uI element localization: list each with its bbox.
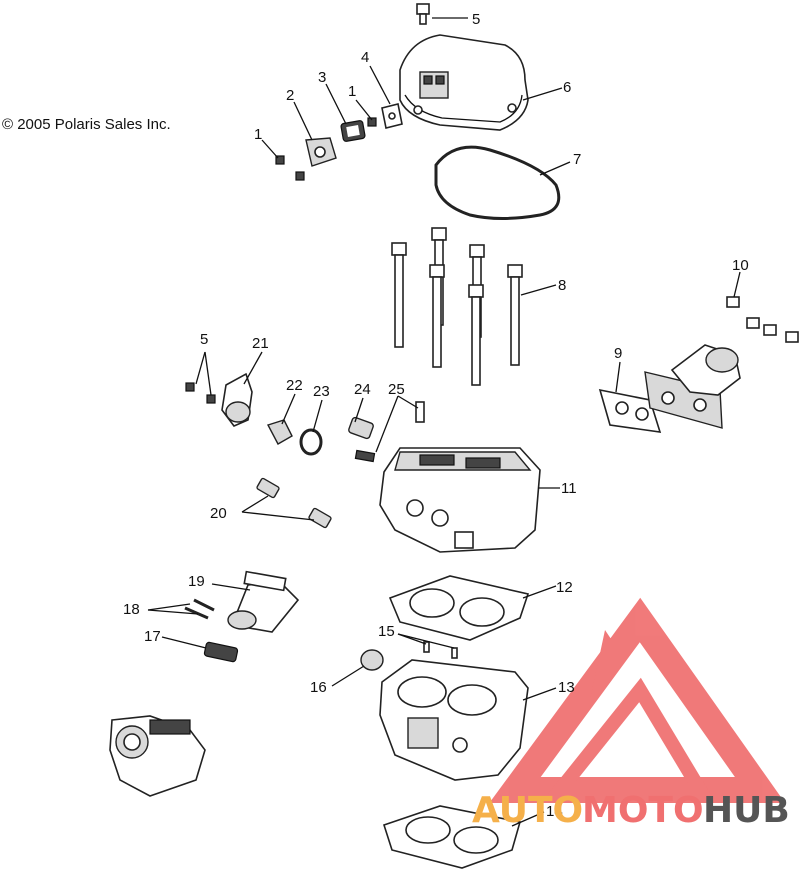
watermark-moto: MOTO <box>582 790 704 831</box>
watermark-logo <box>489 597 786 803</box>
callout-14: 14 <box>546 803 563 820</box>
small-parts-top-left <box>275 117 377 181</box>
watermark-triangle-icon <box>489 597 786 803</box>
watermark-text: AUTO MOTO HUB <box>472 790 790 831</box>
sensor-part-25 <box>415 401 425 423</box>
callout-numbers: 5 6 4 1 3 2 1 7 8 10 9 5 21 22 23 24 25 … <box>123 11 749 820</box>
callout-24: 24 <box>354 381 371 398</box>
leader-lines <box>147 17 741 827</box>
callout-25: 25 <box>388 381 405 398</box>
watermark-hub: HUB <box>703 790 790 831</box>
callout-10: 10 <box>732 257 749 274</box>
thermostat-housing-part-21 <box>185 372 253 427</box>
bolt-part-5-top <box>416 3 430 25</box>
plate-part-4 <box>381 103 403 129</box>
callout-15: 15 <box>378 623 395 640</box>
copyright-notice: © 2005 Polaris Sales Inc. <box>2 116 171 133</box>
base-gasket-part-14 <box>382 805 522 869</box>
callout-16: 16 <box>310 679 327 696</box>
cover-gasket-part-7 <box>434 145 561 220</box>
callout-5-top: 5 <box>472 11 480 28</box>
spark-plugs-part-20 <box>256 477 332 529</box>
callout-6: 6 <box>563 79 571 96</box>
exhaust-manifold-part-9 <box>598 344 741 433</box>
cylinder-head-part-11 <box>379 447 541 553</box>
callout-8: 8 <box>558 277 566 294</box>
callout-5-left: 5 <box>200 331 208 348</box>
callout-2: 2 <box>286 87 294 104</box>
dowel-pins-part-15 <box>423 641 458 659</box>
callout-18: 18 <box>123 601 140 618</box>
callout-12: 12 <box>556 579 573 596</box>
callout-23: 23 <box>313 383 330 400</box>
callout-4: 4 <box>361 49 369 66</box>
screws-part-18 <box>184 598 215 620</box>
valve-cover-part-6 <box>399 34 529 131</box>
callout-3: 3 <box>318 69 326 86</box>
clamp-part-17 <box>203 641 239 663</box>
thermostat-parts-22-23-24 <box>266 416 376 463</box>
callout-17: 17 <box>144 628 161 645</box>
watermark-inner-triangle-icon <box>545 677 713 797</box>
callout-11: 11 <box>561 480 577 497</box>
watermark-m-stroke-icon <box>590 630 625 700</box>
head-bolts-part-8 <box>391 227 523 386</box>
watermark-auto: AUTO <box>472 790 583 831</box>
callout-20: 20 <box>210 505 227 522</box>
cylinder-block-part-13 <box>379 659 529 781</box>
callout-13: 13 <box>558 679 575 696</box>
plug-part-16 <box>360 649 384 671</box>
head-gasket-part-12 <box>388 575 530 641</box>
bolts-part-10 <box>726 296 799 343</box>
callout-22: 22 <box>286 377 303 394</box>
callout-7: 7 <box>573 151 581 168</box>
callout-1-a: 1 <box>254 126 262 143</box>
intake-boot-part-19 <box>227 570 300 633</box>
callout-19: 19 <box>188 573 205 590</box>
callout-21: 21 <box>252 335 269 352</box>
throttle-body <box>109 715 206 797</box>
callout-1-b: 1 <box>348 83 356 100</box>
callout-9: 9 <box>614 345 622 362</box>
